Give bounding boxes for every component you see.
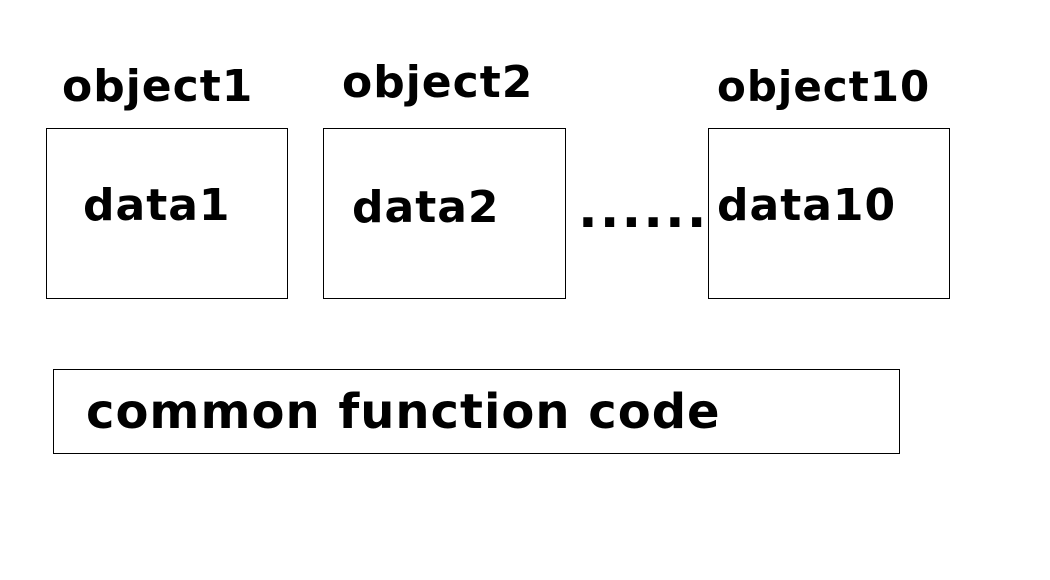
common-function-box: common function code bbox=[53, 369, 900, 454]
object-10-title: object10 bbox=[717, 62, 931, 111]
object-2-data-label: data2 bbox=[352, 182, 500, 233]
common-function-label: common function code bbox=[86, 384, 721, 440]
object-1-title: object1 bbox=[62, 61, 254, 112]
object-10-data-label: data10 bbox=[717, 180, 897, 231]
object-10-box: data10 bbox=[708, 128, 950, 299]
ellipsis-separator: ...... bbox=[578, 180, 709, 240]
object-1-box: data1 bbox=[46, 128, 288, 299]
object-1-data-label: data1 bbox=[83, 180, 231, 231]
object-2-box: data2 bbox=[323, 128, 566, 299]
object-2-title: object2 bbox=[342, 57, 534, 108]
